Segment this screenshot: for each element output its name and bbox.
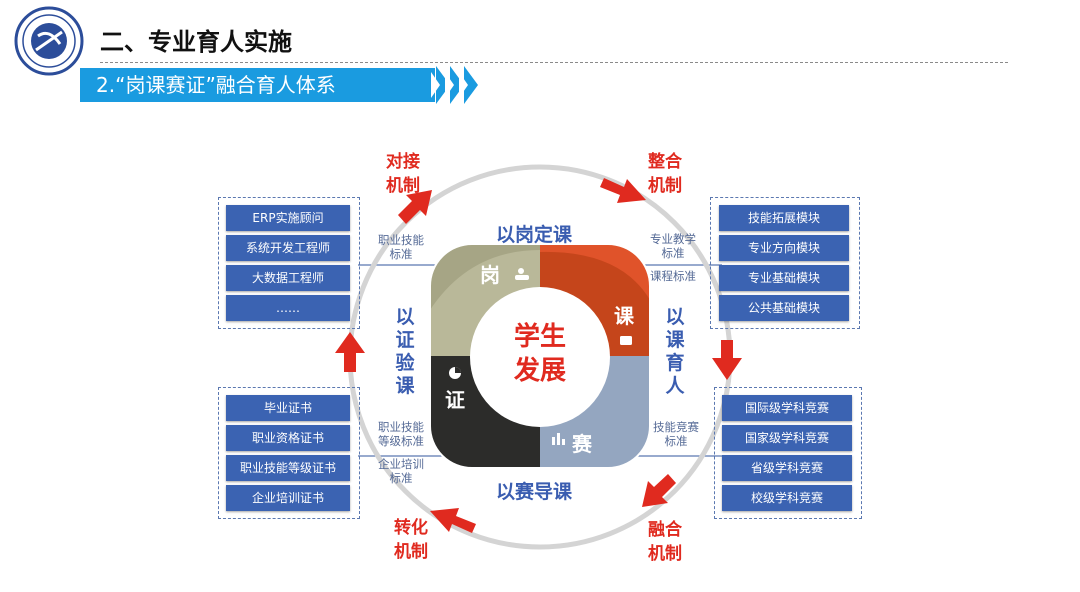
page-title: 二、专业育人实施 <box>100 28 292 56</box>
standard-label: 课程标准 <box>650 269 696 283</box>
arrow-icon <box>430 508 476 533</box>
principle-top: 以岗定课 <box>496 224 573 246</box>
section-subtitle: 2.“岗课赛证”融合育人体系 <box>80 68 435 102</box>
standard-label: 职业技能标准 <box>378 233 424 261</box>
people-icon <box>518 268 524 274</box>
title-divider <box>100 62 1008 63</box>
left-top-box <box>218 197 360 329</box>
principle-left: 以证 验课 <box>395 306 415 397</box>
list-item: 专业方向模块 <box>719 235 849 261</box>
principle-bottom: 以赛导课 <box>496 481 573 503</box>
center-circle <box>470 287 610 427</box>
list-item: 企业培训证书 <box>226 485 350 511</box>
segment-label-gang: 岗 <box>480 263 500 287</box>
school-logo <box>14 6 84 76</box>
right-bottom-box <box>714 387 862 519</box>
mechanism-label-bottom-left: 转化机制 <box>394 518 428 562</box>
mechanism-label-top-left: 对接机制 <box>386 152 420 196</box>
list-item: 职业资格证书 <box>226 425 350 451</box>
standard-label: 职业技能等级标准 <box>378 420 424 448</box>
list-item: 校级学科竞赛 <box>722 485 852 511</box>
arrow-icon <box>398 190 432 224</box>
list-item: 公共基础模块 <box>719 295 849 321</box>
left-bottom-box <box>218 387 360 519</box>
list-item: 职业技能等级证书 <box>226 455 350 481</box>
segment-label-zheng: 证 <box>445 388 465 412</box>
list-item: 专业基础模块 <box>719 265 849 291</box>
list-item: 国家级学科竞赛 <box>722 425 852 451</box>
bar-chart-icon <box>552 437 555 445</box>
arrow-icon <box>335 332 365 372</box>
standard-label: 技能竞赛标准 <box>653 420 699 448</box>
standard-label: 企业培训标准 <box>378 457 424 485</box>
segment-label-ke: 课 <box>614 304 634 328</box>
list-item: 省级学科竞赛 <box>722 455 852 481</box>
list-item: 毕业证书 <box>226 395 350 421</box>
arrow-icon <box>642 474 676 507</box>
list-item: 系统开发工程师 <box>226 235 350 261</box>
mechanism-label-bottom-right: 融合机制 <box>648 520 682 564</box>
list-item: 国际级学科竞赛 <box>722 395 852 421</box>
book-icon <box>620 336 632 345</box>
segment-label-sai: 赛 <box>572 432 592 456</box>
standard-label: 专业教学标准 <box>650 232 696 260</box>
list-item: 大数据工程师 <box>226 265 350 291</box>
chevron-right-icon <box>459 66 478 104</box>
list-item: …… <box>226 295 350 321</box>
list-item: ERP实施顾问 <box>226 205 350 231</box>
mechanism-label-top-right: 整合机制 <box>648 152 682 196</box>
list-item: 技能拓展模块 <box>719 205 849 231</box>
arrow-icon <box>600 178 646 203</box>
principle-right: 以课 育人 <box>665 306 685 397</box>
right-top-box <box>710 197 860 329</box>
arrow-icon <box>712 340 742 380</box>
center-label: 学生发展 <box>513 322 566 386</box>
